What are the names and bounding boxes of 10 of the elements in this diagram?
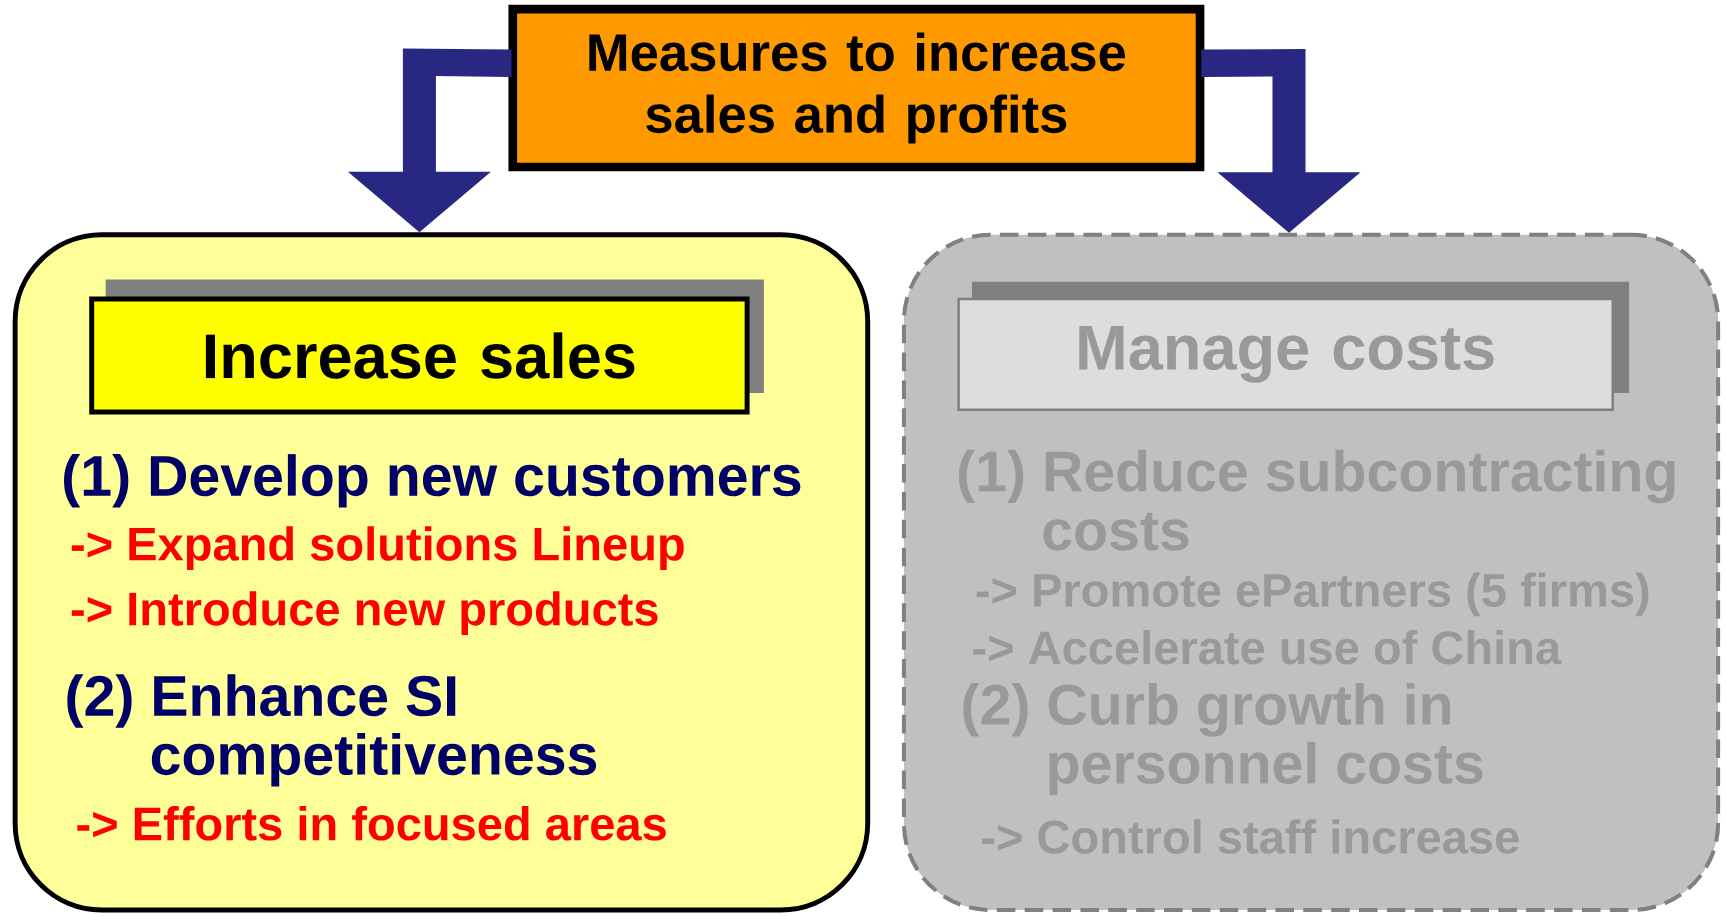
item-text: -> Efforts in focused areas	[77, 806, 666, 841]
item-text: -> Expand solutions Lineup	[71, 526, 684, 571]
item-heading: (2) Enhance SI competitiveness	[67, 674, 597, 787]
block-arrow	[1201, 49, 1361, 233]
block-arrow	[347, 48, 512, 233]
heading-box: Increase sales	[89, 279, 764, 415]
heading-box: Manage costs	[957, 281, 1630, 412]
item-heading: (1) Develop new customers	[64, 454, 801, 508]
item-text: -> Introduce new products	[71, 591, 658, 636]
title-box: Measures to increase sales and profits	[508, 4, 1205, 172]
